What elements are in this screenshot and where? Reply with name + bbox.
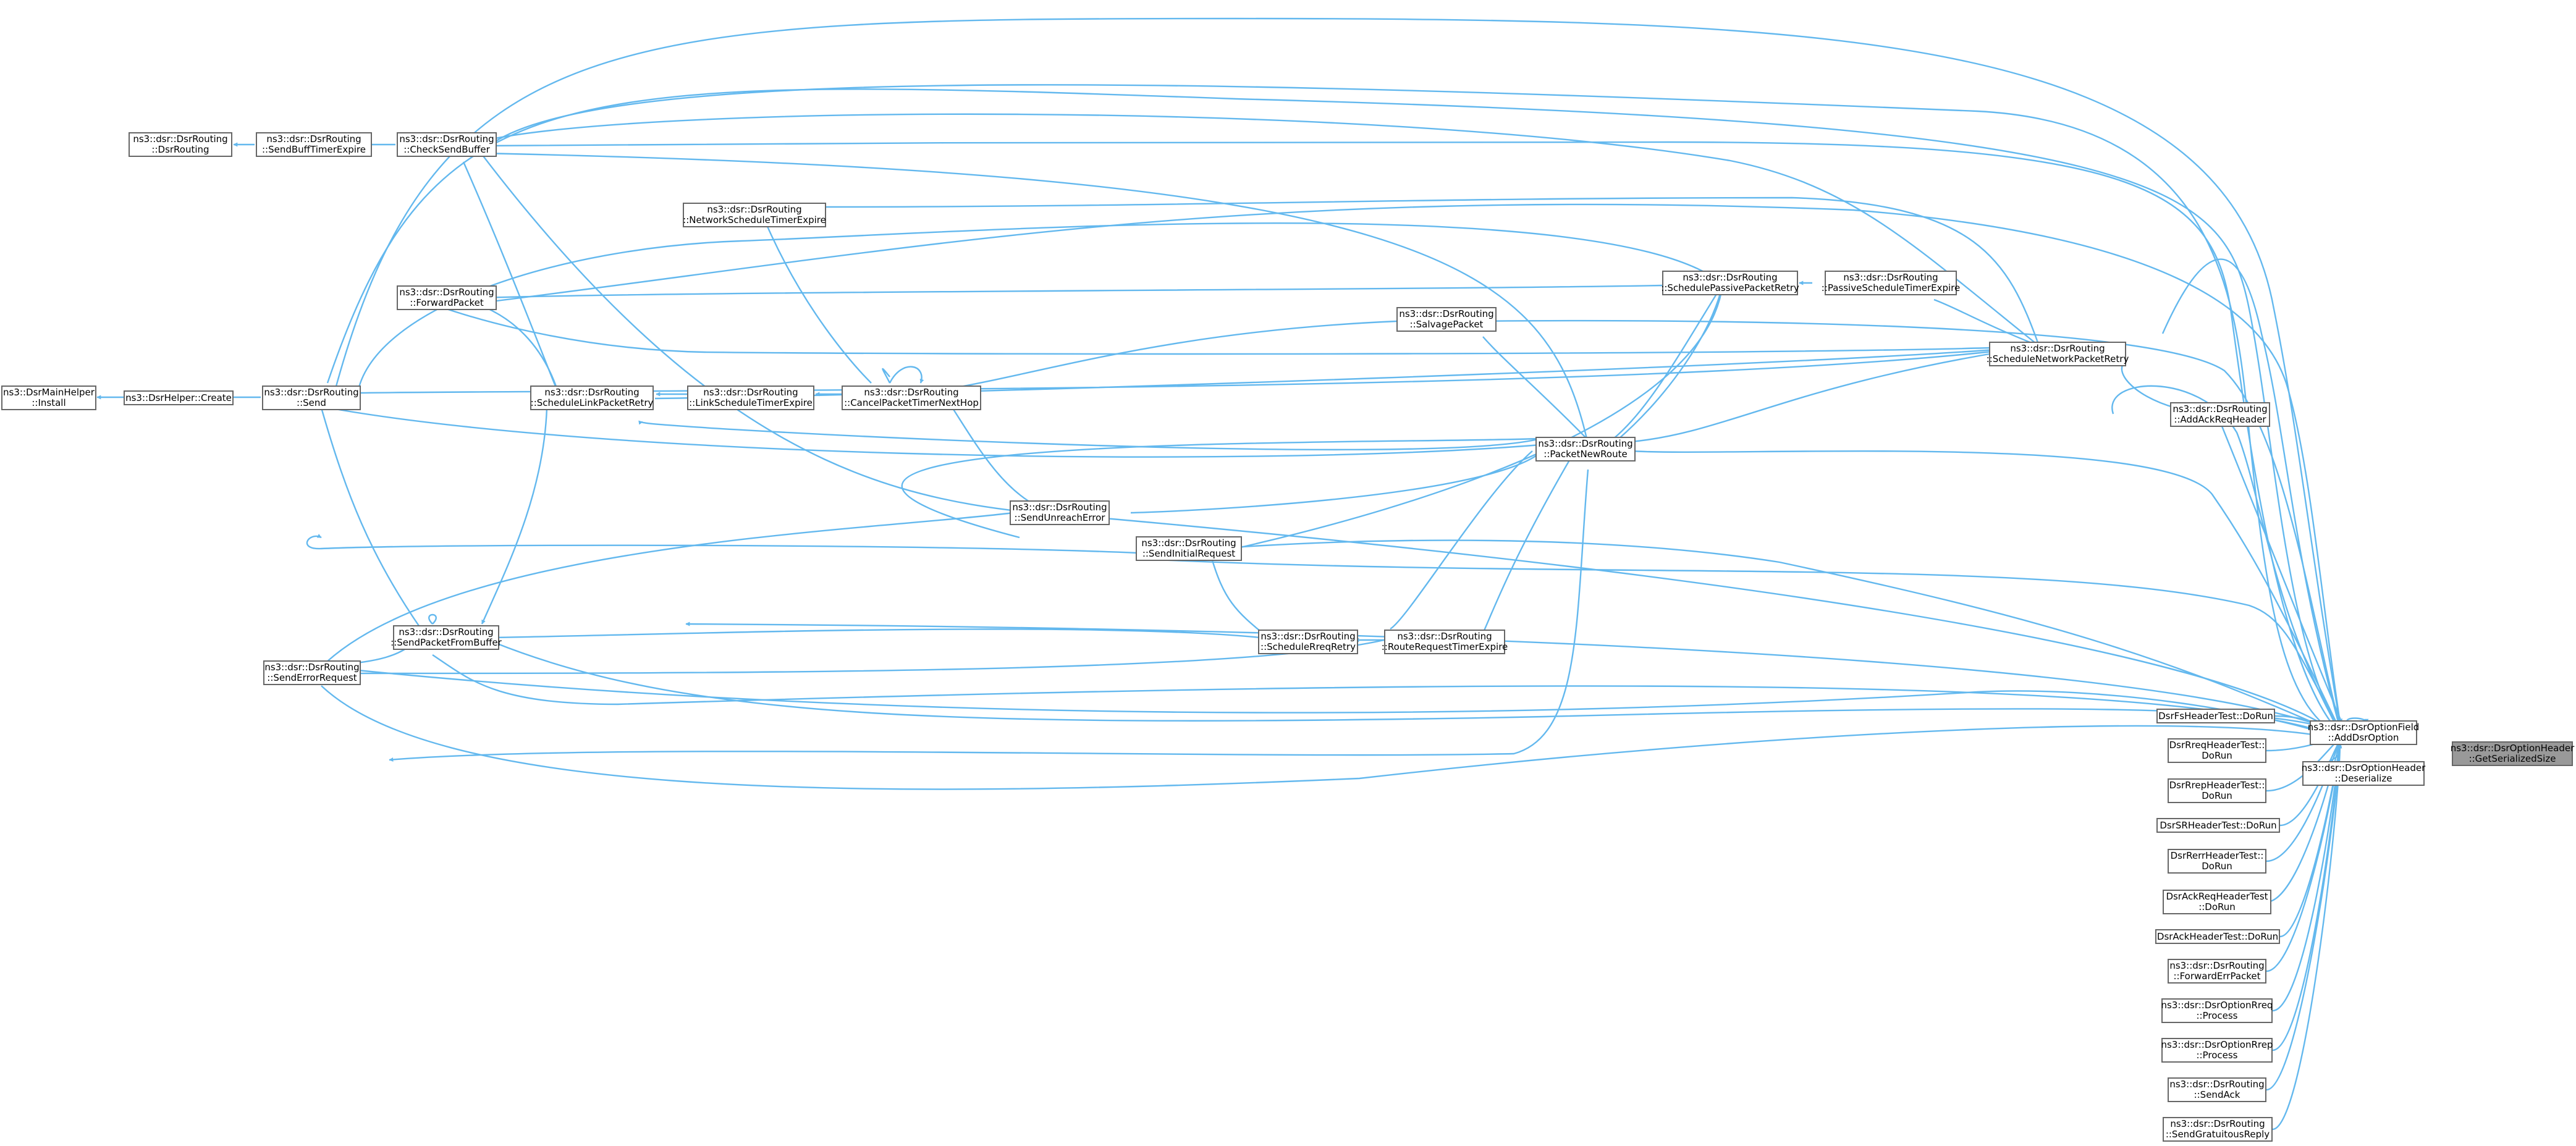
graph-node[interactable]: DsrAckReqHeaderTest::DoRun <box>2163 890 2271 914</box>
graph-node[interactable]: DsrRreqHeaderTest::DoRun <box>2168 738 2266 763</box>
graph-node[interactable]: ns3::dsr::DsrRouting::SendErrorRequest <box>263 660 361 685</box>
graph-node[interactable]: ns3::dsr::DsrRouting::PacketNewRoute <box>1535 437 1636 461</box>
graph-node[interactable]: ns3::dsr::DsrRouting::PassiveScheduleTim… <box>1822 271 1960 295</box>
graph-node[interactable]: ns3::dsr::DsrRouting::SendUnreachError <box>1010 500 1110 525</box>
graph-node[interactable]: ns3::dsr::DsrRouting::SendAck <box>2168 1077 2266 1102</box>
graph-node[interactable]: ns3::dsr::DsrOptionField::AddDsrOption <box>2308 720 2419 745</box>
graph-node[interactable]: DsrRerrHeaderTest::DoRun <box>2168 849 2266 874</box>
graph-node[interactable]: ns3::dsr::DsrRouting::SendBuffTimerExpir… <box>256 132 372 157</box>
graph-node[interactable]: ns3::dsr::DsrOptionRreq::Process <box>2161 998 2273 1023</box>
graph-node[interactable]: ns3::dsr::DsrRouting::ScheduleRreqRetry <box>1258 630 1358 654</box>
graph-node[interactable]: ns3::dsr::DsrRouting::SalvagePacket <box>1396 307 1497 332</box>
graph-node[interactable]: ns3::DsrMainHelper::Install <box>1 386 96 410</box>
graph-node[interactable]: DsrRrepHeaderTest::DoRun <box>2168 778 2266 803</box>
graph-node[interactable]: ns3::dsr::DsrRouting::LinkScheduleTimerE… <box>687 386 814 410</box>
graph-node[interactable]: ns3::dsr::DsrRouting::DsrRouting <box>129 132 232 157</box>
graph-node[interactable]: ns3::DsrHelper::Create <box>124 390 234 405</box>
graph-node[interactable]: DsrFsHeaderTest::DoRun <box>2156 709 2275 723</box>
graph-node[interactable]: ns3::dsr::DsrOptionHeader::Deserialize <box>2302 761 2425 786</box>
graph-node[interactable]: ns3::dsr::DsrRouting::SchedulePassivePac… <box>1661 271 1799 295</box>
graph-node[interactable]: ns3::dsr::DsrRouting::ScheduleLinkPacket… <box>530 386 654 410</box>
graph-node[interactable]: ns3::dsr::DsrRouting::ForwardPacket <box>397 285 497 310</box>
graph-node[interactable]: ns3::dsr::DsrRouting::NetworkScheduleTim… <box>683 203 826 227</box>
graph-node[interactable]: ns3::dsr::DsrRouting::Send <box>262 386 361 410</box>
graph-node[interactable]: DsrAckHeaderTest::DoRun <box>2155 929 2280 944</box>
graph-node[interactable]: ns3::dsr::DsrRouting::SendGratuitousRepl… <box>2163 1117 2273 1142</box>
graph-node[interactable]: ns3::dsr::DsrRouting::ScheduleNetworkPac… <box>1987 342 2129 366</box>
graph-node[interactable]: DsrSRHeaderTest::DoRun <box>2156 818 2280 833</box>
graph-node[interactable]: ns3::dsr::DsrRouting::SendInitialRequest <box>1136 536 1242 561</box>
graph-node[interactable]: ns3::dsr::DsrRouting::CancelPacketTimerN… <box>842 386 981 410</box>
graph-node[interactable]: ns3::dsr::DsrRouting::SendPacketFromBuff… <box>391 625 502 650</box>
graph-node[interactable]: ns3::dsr::DsrRouting::RouteRequestTimerE… <box>1382 630 1508 654</box>
graph-node[interactable]: ns3::dsr::DsrRouting::CheckSendBuffer <box>397 132 497 157</box>
graph-node[interactable]: ns3::dsr::DsrOptionRrep::Process <box>2161 1038 2273 1063</box>
graph-node[interactable]: ns3::dsr::DsrRouting::AddAckReqHeader <box>2170 402 2270 427</box>
graph-node[interactable]: ns3::dsr::DsrRouting::ForwardErrPacket <box>2168 959 2266 984</box>
focus-node[interactable]: ns3::dsr::DsrOptionHeader::GetSerialized… <box>2451 741 2574 766</box>
call-edges <box>96 17 2369 1131</box>
